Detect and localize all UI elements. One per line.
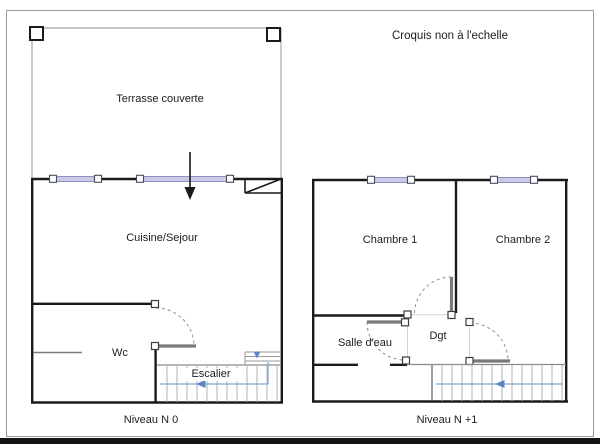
level1-window-right [489, 175, 539, 184]
chambre2-door [469, 322, 510, 363]
room-label-wc: Wc [112, 347, 128, 359]
level0-walls [31, 177, 283, 404]
level1-stair-direction [436, 380, 563, 388]
bottom-band [0, 438, 600, 444]
room-label-terrasse: Terrasse couverte [116, 93, 204, 105]
room-label-escalier: Escalier [180, 368, 242, 381]
level0-stair-direction [160, 351, 269, 388]
level1-walls [312, 178, 568, 403]
entry-door [244, 178, 282, 194]
level0-plan [29, 26, 283, 404]
wc-door [150, 299, 196, 351]
stair-left-arrow-icon [196, 380, 206, 388]
room-label-chambre2: Chambre 2 [495, 234, 551, 246]
room-label-chambre1: Chambre 1 [362, 234, 418, 246]
stair-down-arrow-icon [253, 351, 261, 359]
terrace-post-left [29, 26, 44, 41]
dgt-boundary [407, 314, 470, 357]
level1-caption: Niveau N +1 [416, 414, 478, 426]
terrace-post-right [266, 27, 281, 42]
level1-plan [312, 175, 568, 403]
level0-caption: Niveau N 0 [123, 414, 179, 426]
level0-window-left [48, 174, 103, 183]
scale-note: Croquis non à l'echelle [392, 30, 508, 42]
level0-window-right [135, 174, 235, 183]
sheet-frame [6, 10, 594, 437]
level0-stairs-landing [244, 351, 281, 365]
level1-stairs [407, 363, 566, 401]
room-label-cuisine: Cuisine/Sejour [126, 232, 198, 244]
level1-window-left [366, 175, 416, 184]
room-label-salle-eau: Salle d'eau [337, 337, 393, 349]
chambre1-door [414, 276, 454, 315]
salle-eau-door [366, 320, 406, 361]
room-label-dgt: Dgt [429, 330, 447, 342]
entrance-arrow-icon [184, 152, 196, 200]
terrace-outline [31, 27, 282, 178]
stair-left-arrow-icon [495, 380, 505, 388]
level0-stairs [157, 351, 281, 402]
